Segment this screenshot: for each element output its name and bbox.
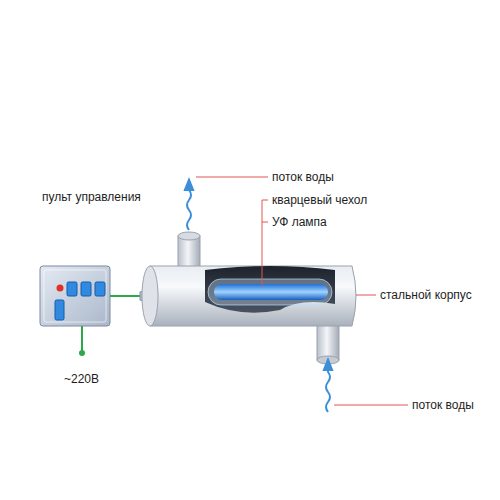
quartz-sleeve [208,279,332,305]
control-panel [40,266,110,326]
part-label: кварцевый чехол [272,193,367,207]
water-flow-arrow [187,184,191,230]
cutaway [205,266,335,313]
part-label: стальной корпус [380,288,472,302]
voltage-label: ~220В [64,372,99,386]
steel-housing [142,266,356,326]
leader-lines [196,177,408,405]
uv-lamp [214,284,328,300]
panel-label: пульт управления [42,190,141,204]
part-label: УФ лампа [272,215,327,229]
mains-wire [81,326,83,352]
mains-terminal [79,350,85,356]
part-label: поток воды [412,398,474,412]
power-wire [110,295,140,297]
water-flow-arrow [326,364,330,412]
part-label: поток воды [272,170,334,184]
